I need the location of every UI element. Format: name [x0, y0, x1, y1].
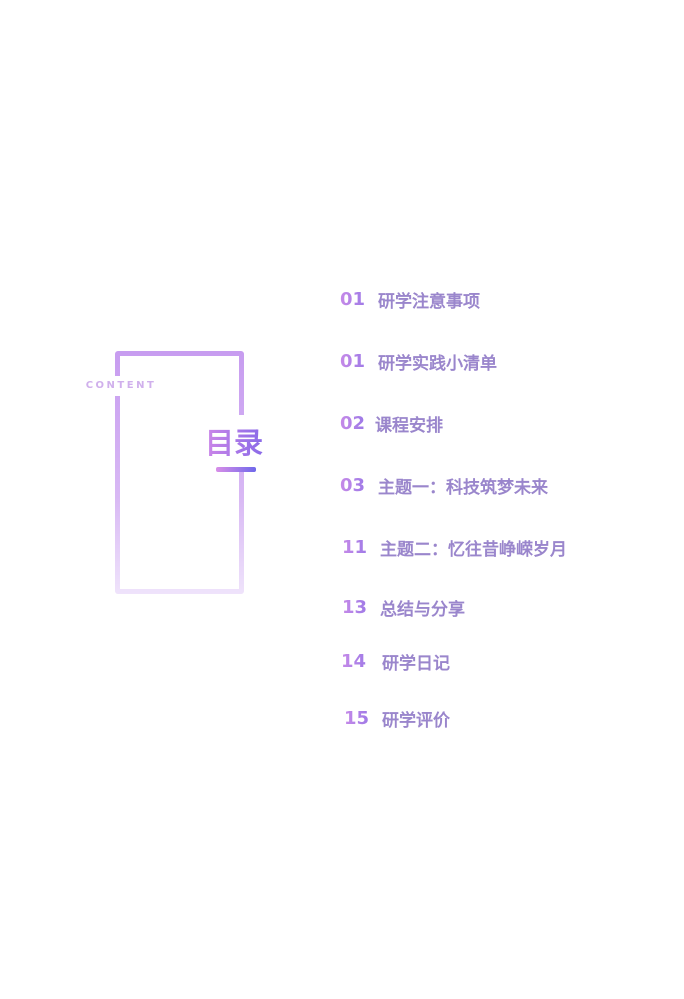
title-background	[198, 415, 278, 470]
content-label: CONTENT	[76, 376, 166, 396]
toc-page-number: 03	[340, 475, 378, 496]
toc-label: 研学注意事项	[378, 292, 480, 312]
toc-label: 主题二：忆往昔峥嵘岁月	[380, 540, 567, 560]
toc-label: 课程安排	[375, 416, 443, 436]
toc-page-number: 01	[340, 351, 378, 372]
page-title: 目录	[205, 420, 263, 462]
toc-page-number: 11	[342, 537, 380, 558]
toc-label: 研学实践小清单	[378, 354, 497, 374]
toc-page-number: 15	[344, 708, 382, 729]
toc-page-number: 01	[340, 289, 378, 310]
toc-label: 总结与分享	[380, 600, 465, 620]
toc-page-number: 14	[341, 651, 382, 672]
toc-label: 主题一：科技筑梦未来	[378, 478, 548, 498]
toc-label: 研学日记	[382, 654, 450, 674]
toc-label: 研学评价	[382, 711, 450, 731]
title-underline	[216, 467, 256, 472]
toc-page-number: 02	[340, 413, 375, 434]
toc-page-number: 13	[342, 597, 380, 618]
